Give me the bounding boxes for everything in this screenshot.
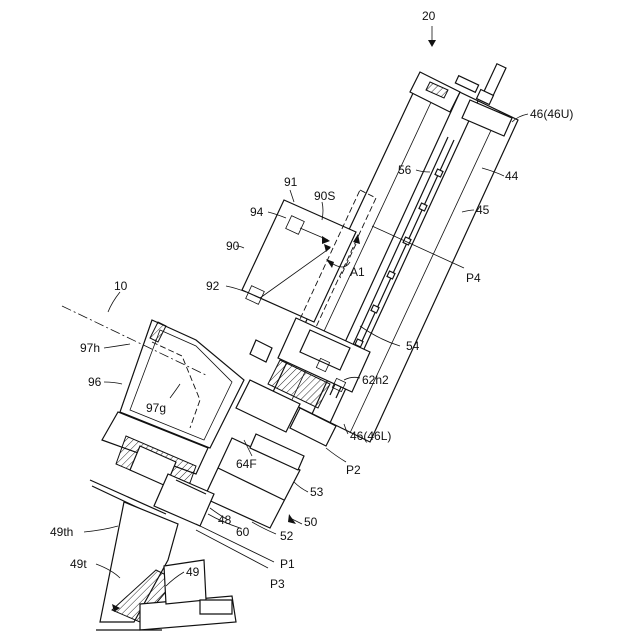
label-92: 92 <box>206 279 220 293</box>
label-46U: 46(46U) <box>530 107 573 121</box>
label-49: 49 <box>186 565 200 579</box>
label-20: 20 <box>422 9 436 23</box>
label-90: 90 <box>226 239 240 253</box>
label-52: 52 <box>280 529 294 543</box>
label-45: 45 <box>476 203 490 217</box>
label-97g: 97g <box>146 401 166 415</box>
label-48: 48 <box>218 513 232 527</box>
label-50: 50 <box>304 515 318 529</box>
label-49th: 49th <box>50 525 73 539</box>
label-62h2: 62h2 <box>362 373 389 387</box>
label-90S: 90S <box>314 189 335 203</box>
label-91: 91 <box>284 175 298 189</box>
label-P1: P1 <box>280 557 295 571</box>
label-96: 96 <box>88 375 102 389</box>
label-56: 56 <box>398 163 412 177</box>
label-44: 44 <box>505 169 519 183</box>
label-97h: 97h <box>80 341 100 355</box>
label-A1: A1 <box>350 265 365 279</box>
label-94: 94 <box>250 205 264 219</box>
label-P2: P2 <box>346 463 361 477</box>
label-49t: 49t <box>70 557 87 571</box>
assembly-arrow-20 <box>428 26 436 47</box>
label-P3: P3 <box>270 577 285 591</box>
label-10: 10 <box>114 279 128 293</box>
label-53: 53 <box>310 485 324 499</box>
label-54: 54 <box>406 339 420 353</box>
label-P4: P4 <box>466 271 481 285</box>
label-60: 60 <box>236 525 250 539</box>
label-64F: 64F <box>236 457 257 471</box>
label-46L: 46(46L) <box>350 429 391 443</box>
reference-line-P1 <box>196 524 274 562</box>
reference-line-P3 <box>196 530 268 568</box>
chute-49 <box>96 502 236 630</box>
